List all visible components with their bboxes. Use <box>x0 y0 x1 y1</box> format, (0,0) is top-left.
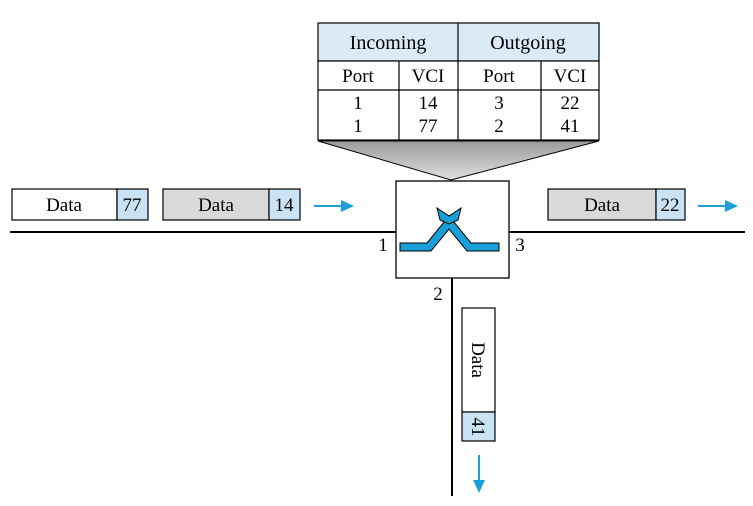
arrow-right-icon <box>698 200 738 212</box>
table-cell: 1 <box>353 93 363 114</box>
frame-vci-label: 14 <box>275 195 295 216</box>
frame-data-label: Data <box>198 195 234 216</box>
switching-table: Incoming Outgoing Port VCI Port VCI 1 14… <box>317 22 600 141</box>
table-cell: 22 <box>561 93 580 114</box>
col-in-port: Port <box>342 66 374 87</box>
frame-left-near: Data 14 <box>162 188 301 221</box>
table-cell: 3 <box>494 93 504 114</box>
table-cell: 41 <box>561 116 580 137</box>
col-out-vci: VCI <box>554 66 587 87</box>
frame-data-label: Data <box>584 195 620 216</box>
table-cell: 14 <box>419 93 439 114</box>
arrow-right-icon <box>314 200 354 212</box>
port-3-label: 3 <box>515 235 525 256</box>
table-cell: 77 <box>419 116 438 137</box>
frame-vci-label: 41 <box>467 418 488 437</box>
switch-icon <box>399 206 500 252</box>
col-out-port: Port <box>483 66 515 87</box>
frame-down: Data 41 <box>461 307 496 442</box>
table-cell: 1 <box>353 116 363 137</box>
port-1-label: 1 <box>378 235 388 256</box>
table-funnel <box>317 140 600 181</box>
outgoing-header: Outgoing <box>490 32 566 54</box>
frame-vci-label: 22 <box>661 195 680 216</box>
frame-data-label: Data <box>46 195 82 216</box>
table-cell: 2 <box>494 116 504 137</box>
frame-data-label: Data <box>467 342 488 378</box>
frame-right: Data 22 <box>547 188 686 221</box>
port-2-label: 2 <box>433 284 443 305</box>
arrow-down-icon <box>473 455 485 493</box>
col-in-vci: VCI <box>412 66 445 87</box>
incoming-header: Incoming <box>350 32 427 54</box>
frame-vci-label: 77 <box>123 195 142 216</box>
frame-left-far: Data 77 <box>11 188 149 221</box>
